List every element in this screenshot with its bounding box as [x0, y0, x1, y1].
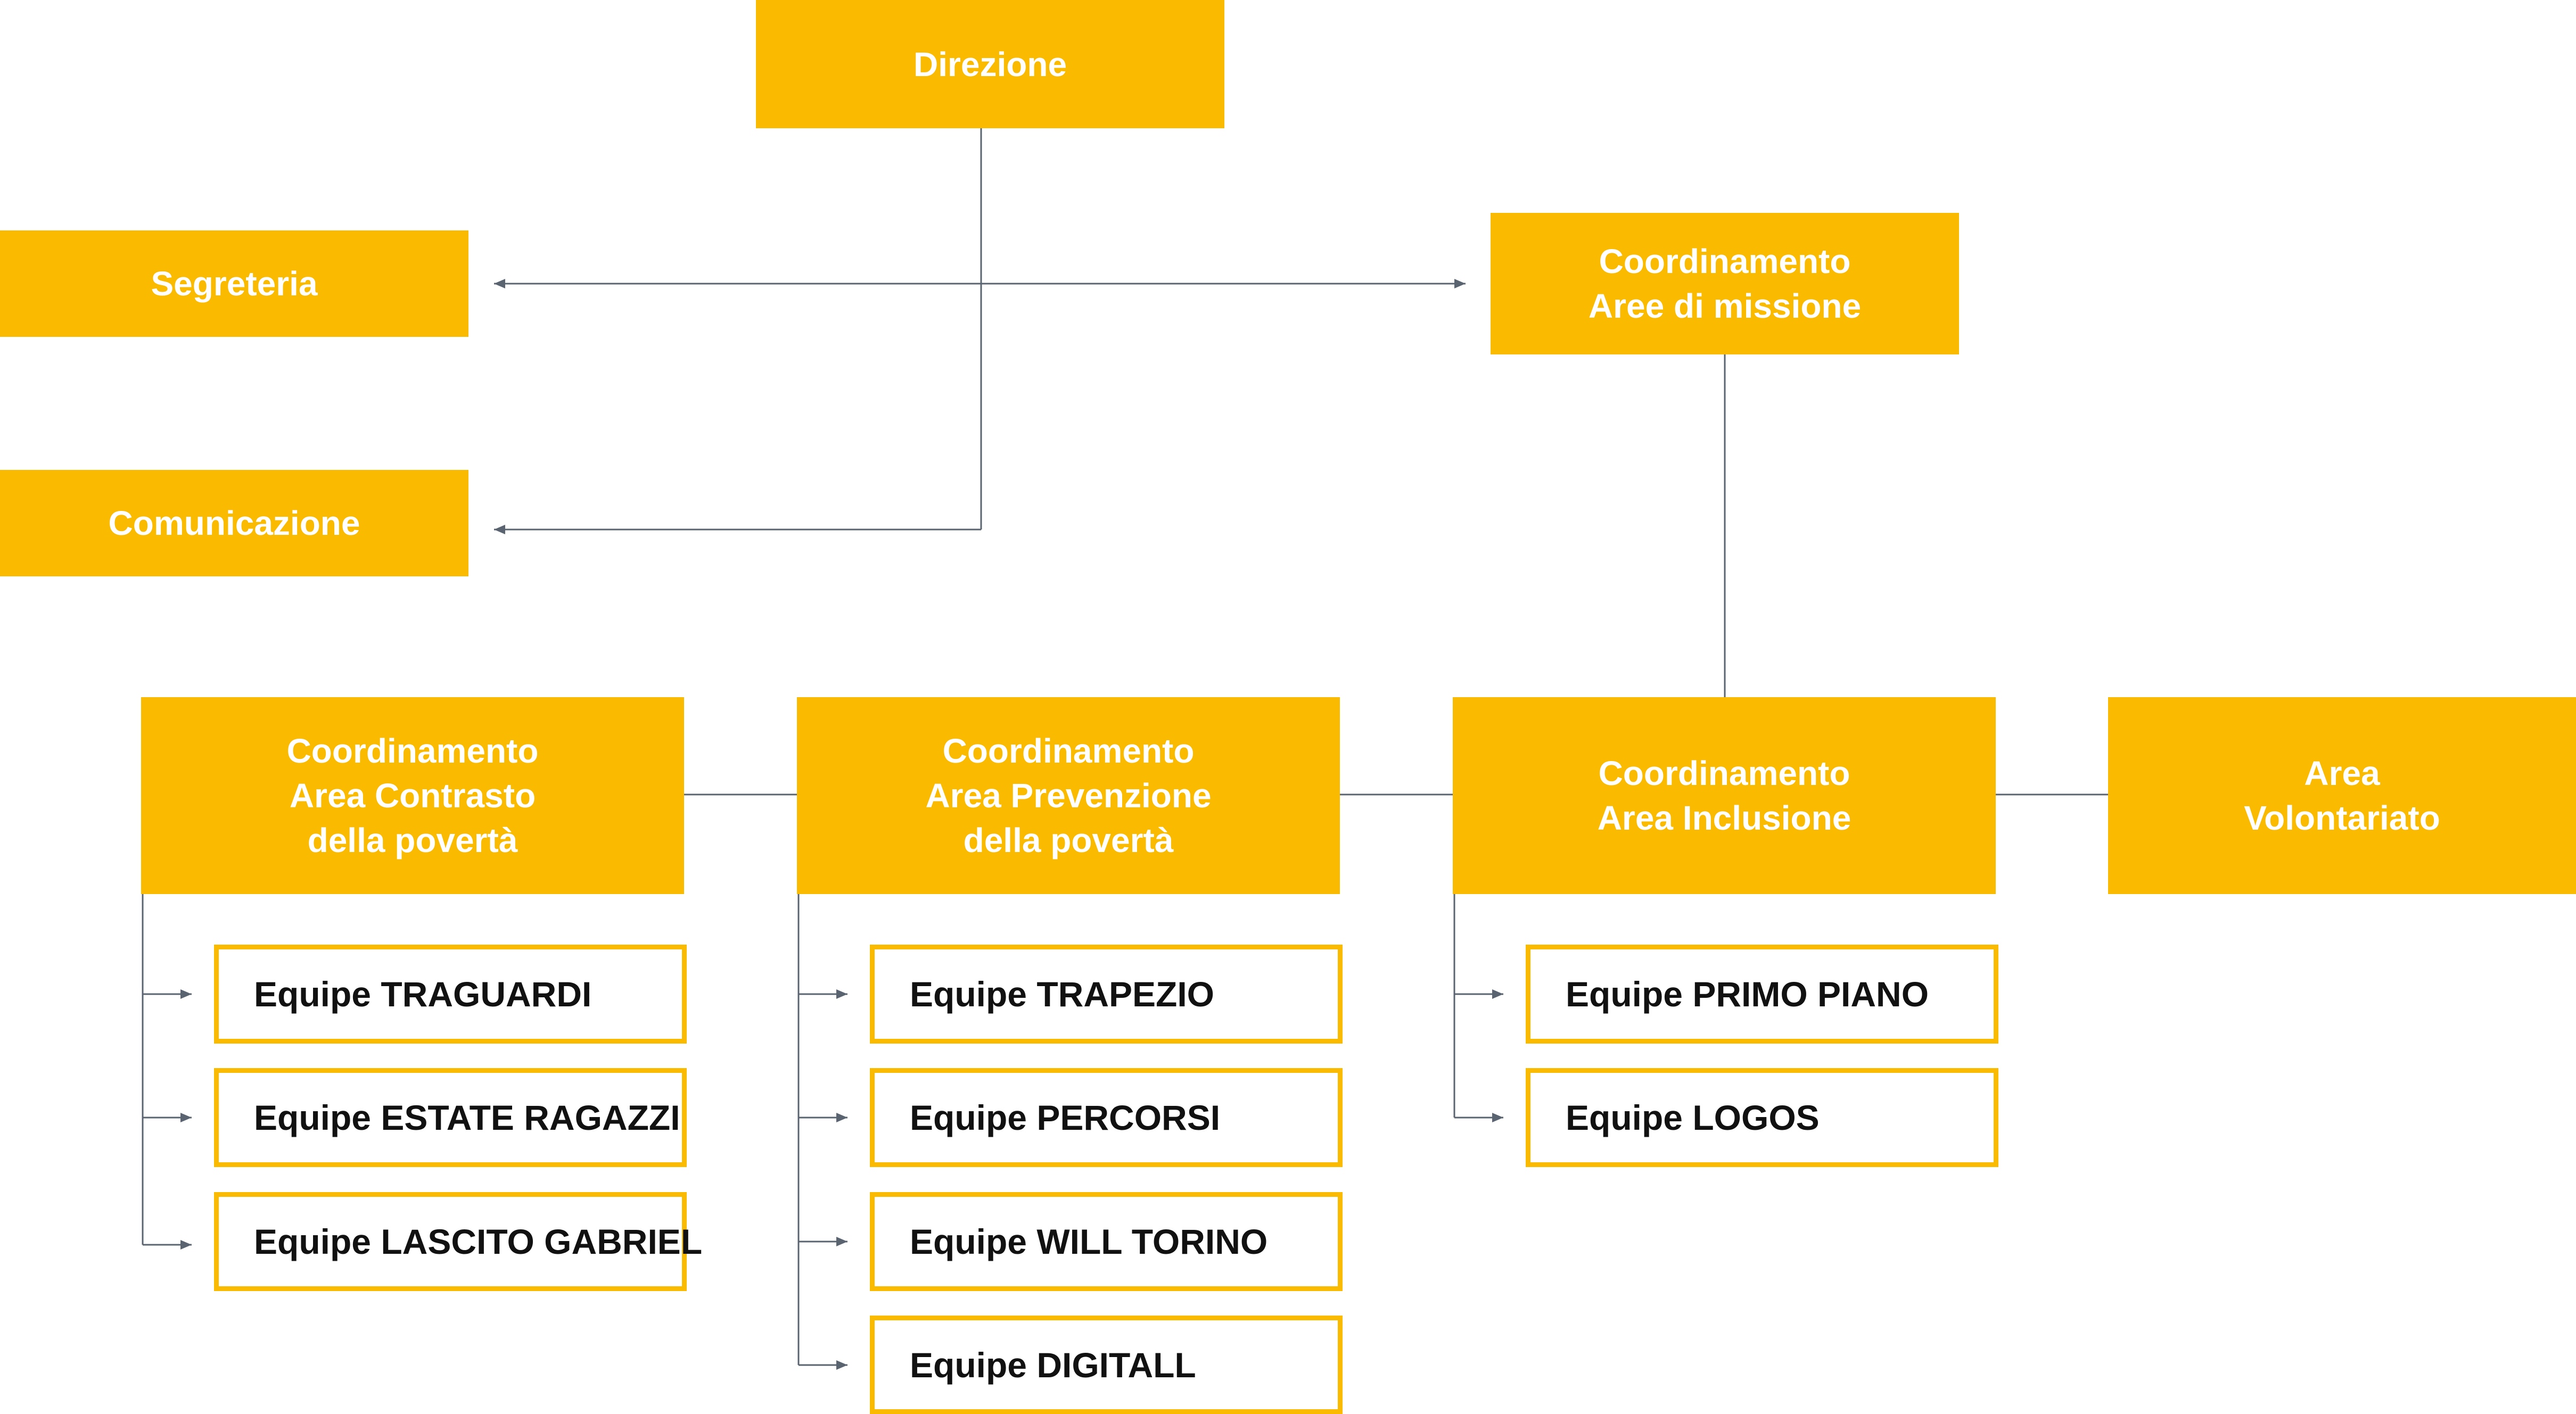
- team-label: Equipe WILL TORINO: [910, 1222, 1268, 1261]
- team-label: Equipe LASCITO GABRIEL: [254, 1222, 703, 1261]
- team-estate-ragazzi-box: Equipe ESTATE RAGAZZI: [214, 1068, 687, 1167]
- team-label: Equipe LOGOS: [1566, 1098, 1820, 1137]
- comunicazione-label: Comunicazione: [108, 504, 360, 542]
- area-volontariato-label: Area Volontariato: [2244, 754, 2440, 837]
- direzione-box: Direzione: [756, 0, 1224, 128]
- team-label: Equipe DIGITALL: [910, 1345, 1196, 1385]
- team-trapezio-box: Equipe TRAPEZIO: [870, 945, 1343, 1044]
- coord-inclusione-label: Coordinamento Area Inclusione: [1597, 754, 1851, 837]
- team-digitall-box: Equipe DIGITALL: [870, 1316, 1343, 1414]
- coord-prevenzione-label: Coordinamento Area Prevenzione della pov…: [925, 732, 1212, 859]
- team-traguardi-box: Equipe TRAGUARDI: [214, 945, 687, 1044]
- coord-contrasto-label: Coordinamento Area Contrasto della pover…: [286, 732, 539, 859]
- coord-missione-box: Coordinamento Aree di missione: [1491, 213, 1959, 354]
- team-label: Equipe TRAPEZIO: [910, 974, 1215, 1014]
- team-lascito-gabriel-box: Equipe LASCITO GABRIEL: [214, 1192, 702, 1291]
- coord-inclusione-box: Coordinamento Area Inclusione: [1453, 697, 1996, 894]
- coord-prevenzione-box: Coordinamento Area Prevenzione della pov…: [797, 697, 1340, 894]
- area-volontariato-box: Area Volontariato: [2108, 697, 2576, 894]
- team-primo-piano-box: Equipe PRIMO PIANO: [1526, 945, 1998, 1044]
- direzione-label: Direzione: [913, 45, 1067, 84]
- coord-missione-label: Coordinamento Aree di missione: [1588, 242, 1862, 325]
- segreteria-label: Segreteria: [151, 264, 318, 303]
- comunicazione-box: Comunicazione: [0, 470, 468, 576]
- team-label: Equipe PRIMO PIANO: [1566, 974, 1929, 1014]
- team-label: Equipe ESTATE RAGAZZI: [254, 1098, 680, 1137]
- coord-contrasto-box: Coordinamento Area Contrasto della pover…: [141, 697, 684, 894]
- team-label: Equipe TRAGUARDI: [254, 974, 592, 1014]
- team-will-torino-box: Equipe WILL TORINO: [870, 1192, 1343, 1291]
- team-label: Equipe PERCORSI: [910, 1098, 1221, 1137]
- team-percorsi-box: Equipe PERCORSI: [870, 1068, 1343, 1167]
- team-logos-box: Equipe LOGOS: [1526, 1068, 1998, 1167]
- segreteria-box: Segreteria: [0, 230, 468, 337]
